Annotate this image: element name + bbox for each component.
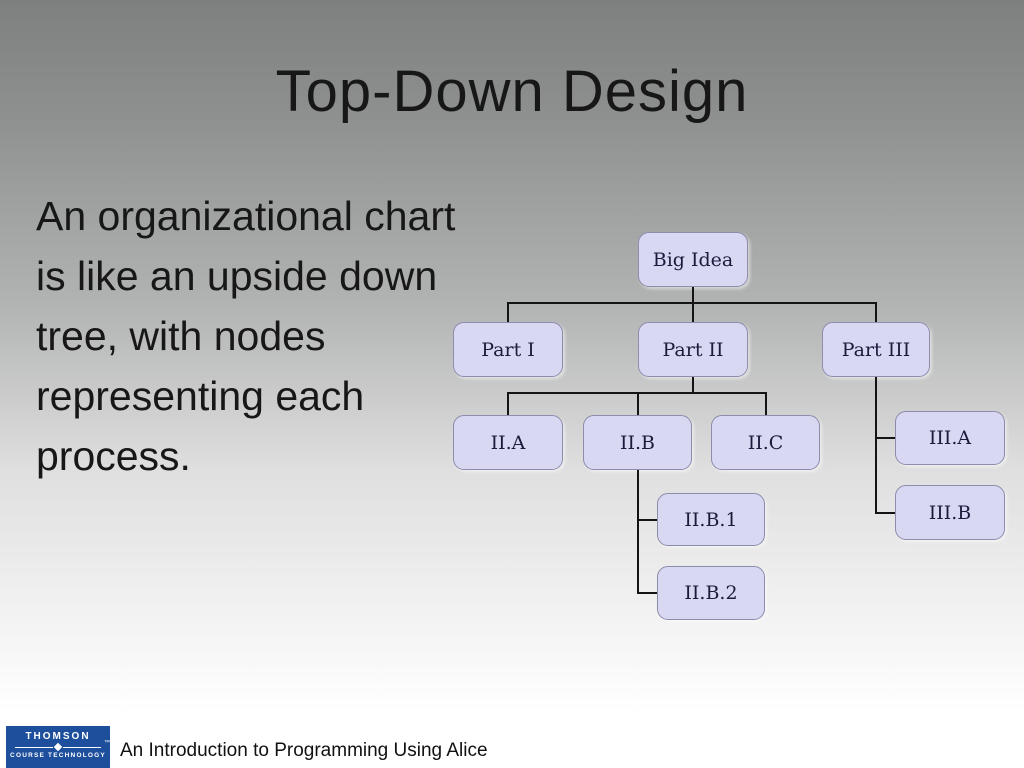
org-node-ii-b: II.B xyxy=(583,415,692,470)
org-node-iii-b: III.B xyxy=(895,485,1005,540)
logo-divider-line xyxy=(63,746,101,748)
connector-segment xyxy=(637,392,639,415)
connector-segment xyxy=(637,470,639,594)
footer-caption: An Introduction to Programming Using Ali… xyxy=(120,740,488,761)
org-node-part-2: Part II xyxy=(638,322,748,377)
connector-segment xyxy=(638,592,657,594)
logo-title: THOMSON xyxy=(25,731,91,742)
org-node-ii-a: II.A xyxy=(453,415,563,470)
connector-segment xyxy=(692,377,694,394)
connector-segment xyxy=(876,512,895,514)
org-node-big-idea: Big Idea xyxy=(638,232,748,287)
org-node-ii-b-1: II.B.1 xyxy=(657,493,765,546)
connector-segment xyxy=(507,302,509,322)
footer-bar xyxy=(0,710,1024,768)
connector-segment xyxy=(692,302,694,322)
slide-title: Top-Down Design xyxy=(275,59,749,124)
logo-divider-line xyxy=(15,746,53,748)
org-node-iii-a: III.A xyxy=(895,411,1005,465)
connector-segment xyxy=(765,392,767,415)
logo-subtitle: COURSE TECHNOLOGY xyxy=(10,752,106,759)
thomson-logo: THOMSON ™ COURSE TECHNOLOGY xyxy=(6,726,110,768)
logo-star-icon xyxy=(53,742,63,752)
org-node-ii-b-2: II.B.2 xyxy=(657,566,765,620)
connector-segment xyxy=(875,302,877,322)
connector-segment xyxy=(875,377,877,514)
connector-segment xyxy=(507,392,509,415)
logo-trademark: ™ xyxy=(104,740,110,746)
body-text: An organizational chart is like an upsid… xyxy=(36,193,456,479)
connector-segment xyxy=(876,437,895,439)
connector-segment xyxy=(692,287,694,304)
logo-divider: ™ xyxy=(15,740,110,752)
org-node-part-1: Part I xyxy=(453,322,563,377)
org-node-ii-c: II.C xyxy=(711,415,820,470)
org-node-part-3: Part III xyxy=(822,322,930,377)
connector-segment xyxy=(638,519,657,521)
